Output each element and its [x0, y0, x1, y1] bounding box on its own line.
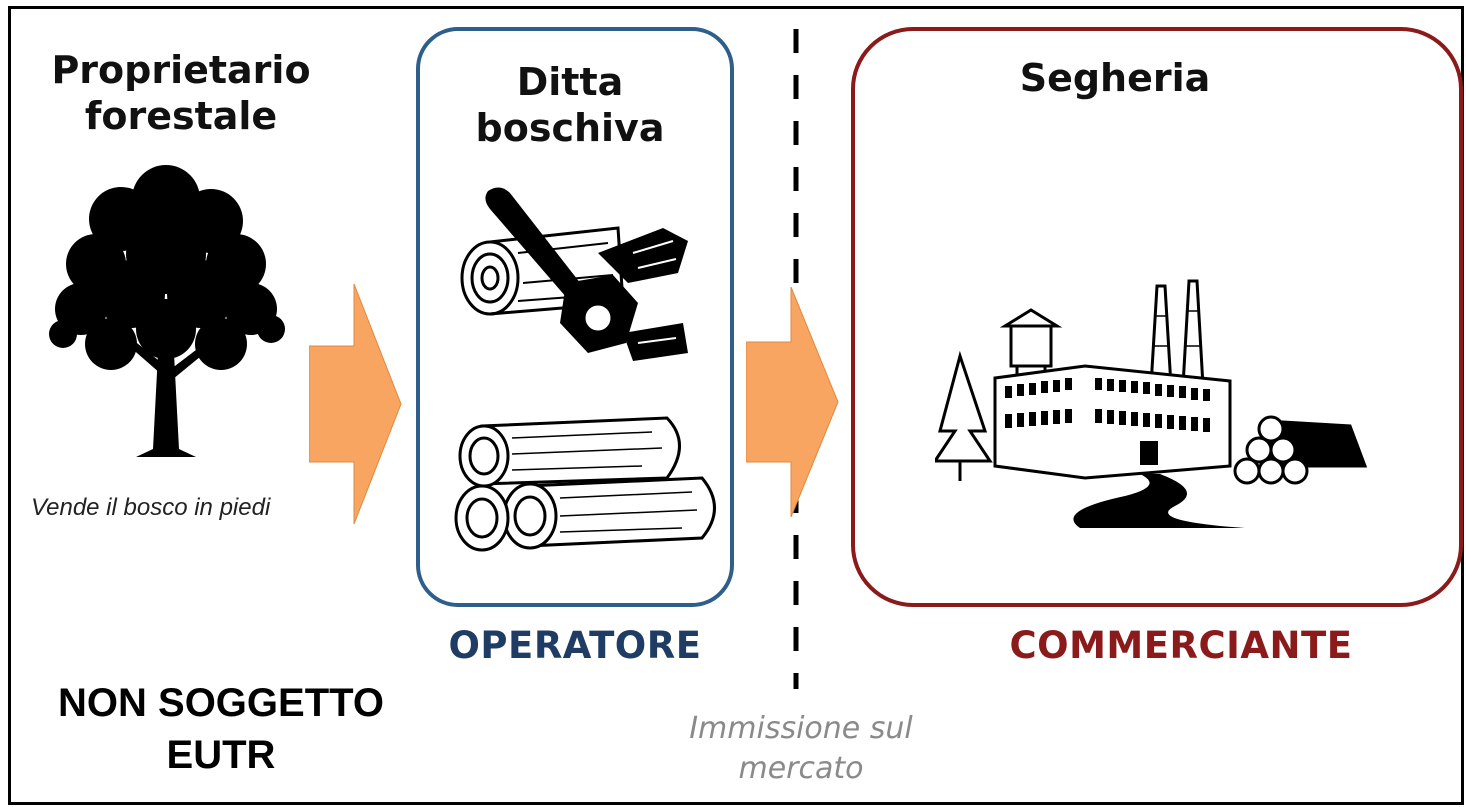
arrow-icon — [746, 287, 839, 517]
forest-owner-title-line2: forestale — [84, 94, 278, 138]
logs-icon — [454, 416, 716, 552]
market-boundary-label-line2: mercato — [738, 751, 864, 786]
non-subject-eutr-label: NON SOGGETTO EUTR — [21, 677, 421, 781]
logging-company-box: Ditta boschiva — [416, 27, 734, 607]
forest-owner-caption: Vende il bosco in piedi — [31, 494, 271, 521]
logging-company-title-line1: Ditta — [516, 60, 624, 104]
trader-label: COMMERCIANTE — [1009, 624, 1353, 667]
market-boundary-label-line1: Immissione sul — [689, 711, 913, 746]
sawmill-box: Segheria — [851, 27, 1463, 607]
non-subject-eutr-line2: EUTR — [166, 733, 276, 777]
forest-owner-title: Proprietario forestale — [21, 47, 341, 139]
market-boundary-label: Immissione sul mercato — [651, 709, 951, 789]
diagram-frame: Proprietario forestale Vende il bosco in… — [8, 6, 1464, 805]
operator-label: OPERATORE — [448, 624, 702, 667]
forest-owner-title-line1: Proprietario — [51, 48, 311, 92]
chainsaw-icon — [460, 187, 688, 361]
tree-icon — [49, 165, 285, 457]
sawmill-title: Segheria — [1019, 56, 1211, 100]
factory-icon — [935, 279, 1368, 528]
arrow-icon — [309, 284, 402, 524]
non-subject-eutr-line1: NON SOGGETTO — [58, 681, 384, 725]
logging-company-title: Ditta boschiva — [420, 59, 720, 151]
logging-company-title-line2: boschiva — [475, 106, 665, 150]
